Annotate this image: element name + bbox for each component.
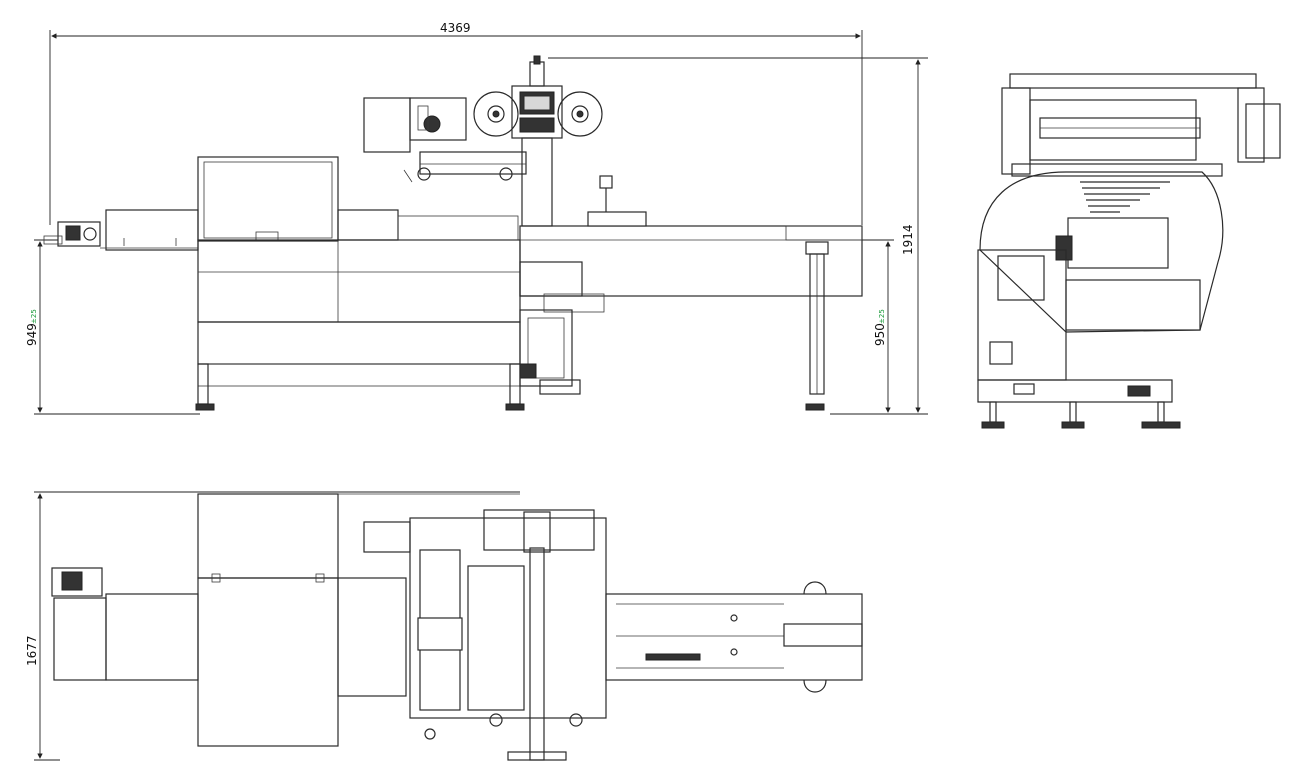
overall-width-label: 1677 <box>25 635 39 666</box>
top-main-frame <box>197 493 520 747</box>
film-unit <box>363 55 603 227</box>
overall-length-dimension: 4369 <box>49 21 863 225</box>
infeed-height-label: 949 <box>25 323 39 346</box>
end-view <box>977 73 1281 429</box>
infeed-conveyor <box>100 209 199 251</box>
top-view: 1677 <box>25 491 863 761</box>
side-view: 4369 1914 949 ±25 950 ±25 <box>25 21 928 415</box>
outfeed-height-tolerance: ±25 <box>878 309 886 324</box>
main-frame <box>197 156 521 387</box>
outfeed-conveyor <box>519 175 863 395</box>
overall-width-dimension: 1677 <box>25 491 520 761</box>
vent-grille <box>1080 181 1170 213</box>
top-infeed-conveyor <box>105 593 199 681</box>
lower-assembly <box>519 309 581 395</box>
infeed-height-dimension: 949 ±25 <box>25 239 200 415</box>
top-outfeed-conveyor <box>605 581 863 693</box>
end-view-feet <box>981 401 1181 429</box>
overall-height-label: 1914 <box>901 224 915 255</box>
infeed-height-tolerance: ±25 <box>30 309 38 324</box>
overall-height-dimension: 1914 <box>548 57 928 415</box>
feet <box>195 363 825 411</box>
overall-length-label: 4369 <box>440 21 471 35</box>
top-infeed-motor <box>51 567 107 681</box>
outfeed-height-dimension: 950 ±25 <box>862 239 894 413</box>
outfeed-height-label: 950 <box>873 323 887 346</box>
top-forming-section <box>409 509 607 761</box>
infeed-motor <box>43 221 101 247</box>
